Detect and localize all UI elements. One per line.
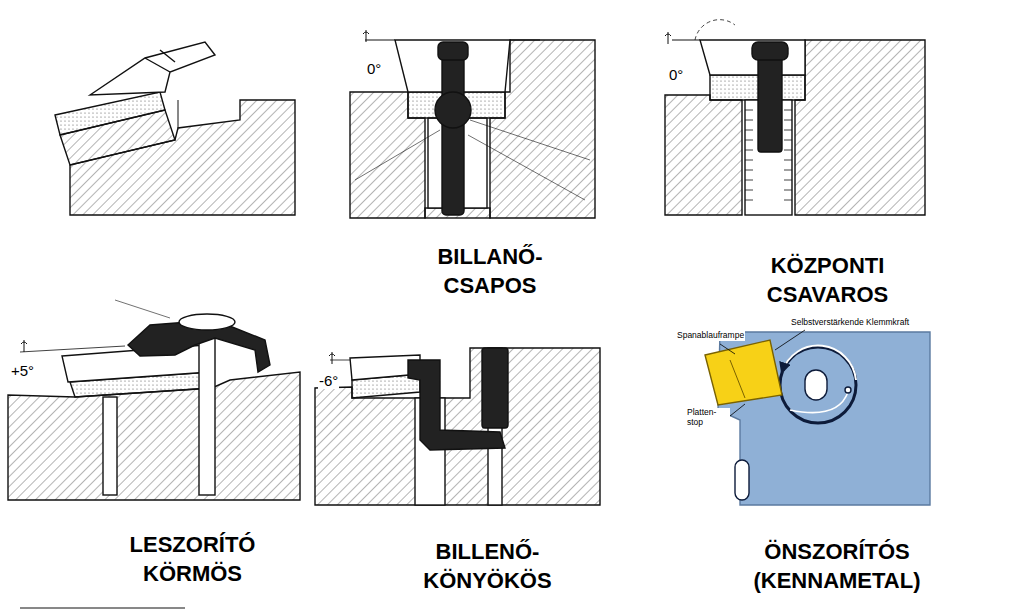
center-screw-clamp-part	[695, 20, 735, 40]
tool-holder-sketch-part	[145, 58, 170, 72]
lever-pin-clamp-part	[468, 135, 585, 200]
callout-label: Platten- stop	[686, 408, 730, 428]
lever-clamp-sketch-part	[315, 348, 600, 505]
center-screw-clamp-part	[758, 55, 782, 152]
center-screw-clamp-part	[665, 95, 742, 215]
clamp-claw-sketch-part	[199, 322, 215, 495]
footnote-rule	[20, 608, 185, 609]
caption: ÖNSZORÍTÓS (KENNAMETAL)	[712, 538, 962, 595]
clamp-claw-sketch-part	[20, 346, 125, 352]
clamp-claw-sketch-part	[103, 397, 117, 495]
clamp-claw-sketch	[8, 300, 300, 500]
kennametal-clamp-part	[845, 387, 851, 393]
kennametal-clamp-part	[780, 347, 856, 423]
lever-pin-clamp-part	[510, 40, 540, 41]
center-screw-clamp-part	[700, 40, 805, 75]
callout-label: Selbstverstärkende Klemmkraft	[790, 318, 910, 328]
angle-label: 0°	[366, 60, 382, 77]
lever-pin-clamp-part	[435, 92, 471, 128]
center-screw-clamp-part	[672, 40, 700, 41]
caption: BILLENŐ- KÖNYÖKÖS	[400, 538, 575, 595]
lever-pin-clamp	[350, 30, 595, 218]
kennametal-clamp-part	[790, 392, 848, 413]
kennametal-clamp-part	[805, 370, 827, 400]
angle-label: 0°	[668, 66, 684, 83]
lever-clamp-sketch-part	[482, 348, 508, 428]
tool-holder-sketch-part	[178, 100, 179, 128]
lever-pin-clamp-part	[470, 120, 590, 160]
lever-clamp-sketch-part	[329, 352, 335, 364]
center-screw-clamp-part	[795, 40, 925, 215]
tool-holder-sketch-part	[90, 42, 215, 95]
clamp-claw-sketch-part	[8, 372, 300, 500]
caption: KÖZPONTI CSAVAROS	[740, 252, 915, 309]
center-screw-clamp-part	[752, 42, 788, 60]
lever-pin-clamp-part	[442, 50, 464, 215]
lever-pin-clamp-part	[365, 40, 395, 41]
caption: BILLANŐ- CSAPOS	[405, 243, 575, 300]
lever-pin-clamp-part	[355, 130, 440, 180]
kennametal-clamp	[705, 330, 930, 505]
clamp-claw-sketch-part	[115, 300, 170, 318]
clamp-claw-sketch-part	[21, 340, 27, 352]
center-screw-clamp	[665, 20, 925, 215]
lever-pin-clamp-part	[363, 30, 369, 42]
tool-holder-sketch-part	[160, 50, 175, 62]
kennametal-clamp-part	[775, 330, 805, 350]
kennametal-clamp-part	[705, 340, 782, 405]
tool-holder-sketch-part	[55, 92, 165, 135]
lever-pin-clamp-part	[438, 42, 468, 60]
kennametal-clamp-part	[720, 344, 735, 354]
tool-holder-sketch	[55, 42, 295, 215]
kennametal-clamp-part	[730, 360, 745, 398]
clamp-claw-sketch-part	[179, 314, 235, 330]
kennametal-clamp-part	[735, 460, 749, 500]
caption: LESZORÍTÓ KÖRMÖS	[100, 531, 285, 588]
lever-clamp-sketch	[315, 348, 600, 505]
angle-label: -6°	[318, 372, 339, 389]
angle-label: +5°	[10, 362, 35, 379]
lever-clamp-sketch-part	[330, 360, 350, 361]
center-screw-clamp-part	[665, 32, 671, 44]
callout-label: Spanablauframpe	[676, 331, 745, 341]
